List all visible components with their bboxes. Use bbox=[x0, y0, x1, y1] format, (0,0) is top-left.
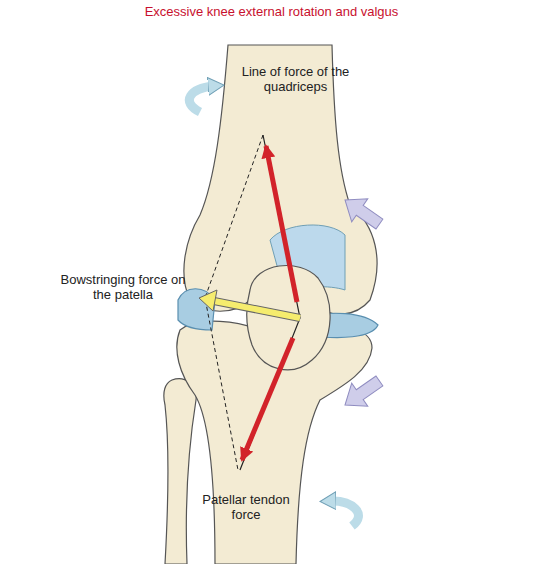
rotation-arrow bbox=[330, 501, 358, 526]
rotation-arrow bbox=[189, 86, 214, 112]
force-label: Bowstringing force on the patella bbox=[58, 272, 188, 302]
bowstring-arrow-outline bbox=[214, 301, 300, 318]
force-line bbox=[240, 135, 300, 470]
force-label: Line of force of the quadriceps bbox=[238, 64, 353, 94]
diagram-title: Excessive knee external rotation and val… bbox=[60, 4, 483, 19]
bowstring-arrow bbox=[214, 301, 300, 318]
patellar-tendon-force-arrow bbox=[242, 338, 293, 460]
force-label: Patellar tendon force bbox=[200, 492, 292, 522]
bowstring-arrowhead bbox=[199, 290, 217, 311]
valgus-arrow bbox=[337, 189, 387, 236]
quadriceps-force-arrow bbox=[266, 146, 297, 302]
fibula-bone bbox=[164, 379, 196, 564]
valgus-arrow bbox=[337, 369, 387, 416]
